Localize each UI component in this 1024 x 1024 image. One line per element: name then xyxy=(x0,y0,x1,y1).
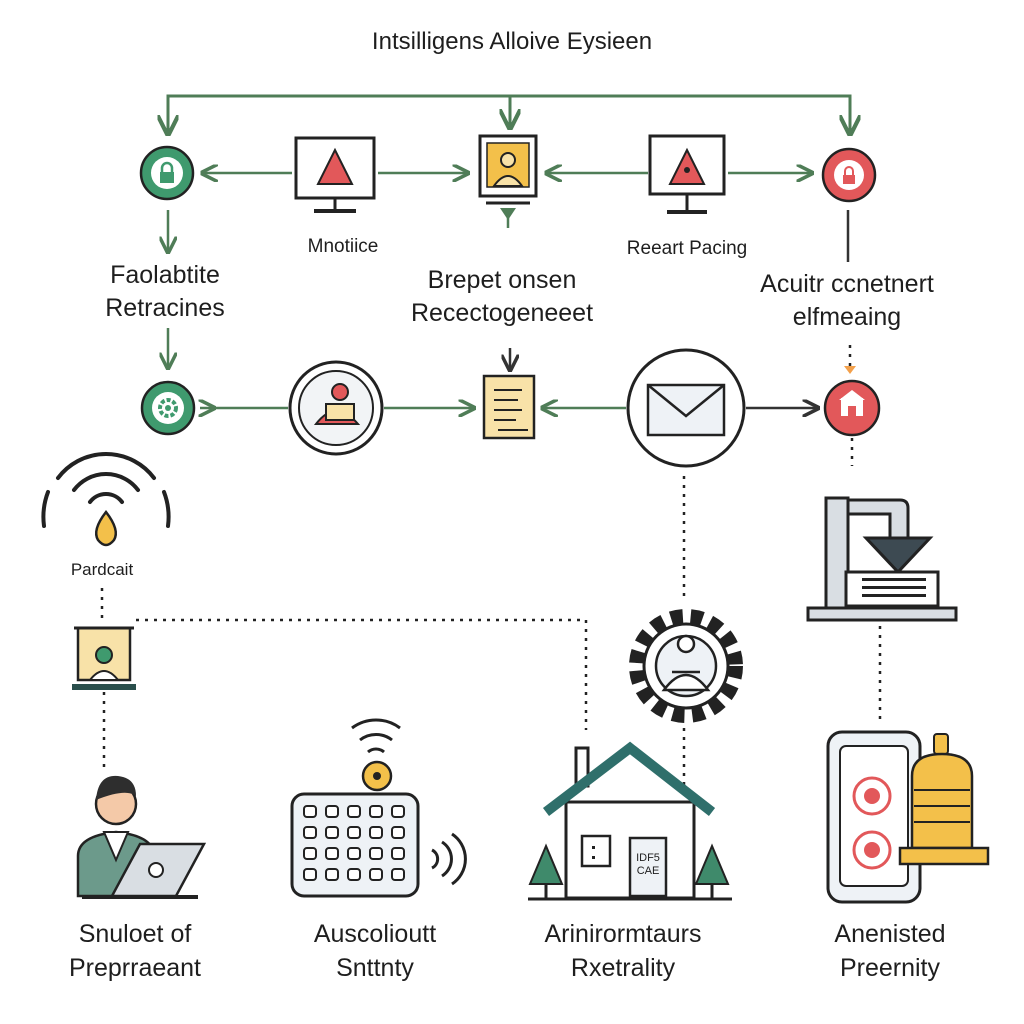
tree-icon xyxy=(694,843,730,885)
bottom-caption-3: Arinirormtaurs Rxetrality xyxy=(508,917,738,985)
node-right-label: Acuitr ccnetnert elfmeaing xyxy=(732,268,962,334)
node-mid-label: Brepet onsen Recectogeneeet xyxy=(380,264,624,330)
keypad-key xyxy=(325,805,339,818)
warning-triangle-icon xyxy=(316,147,354,185)
lock-node-top-left[interactable] xyxy=(139,145,195,201)
node-left-label-line1: Faolabtite xyxy=(110,261,220,289)
house-sign: IDF5 CAE xyxy=(628,852,668,878)
building-icon xyxy=(839,390,865,416)
dotted-connectors xyxy=(100,345,882,786)
keypad-key xyxy=(369,826,383,839)
factory-node[interactable] xyxy=(806,496,958,622)
monitor-right-label: Reeart Pacing xyxy=(626,238,748,259)
person-icon xyxy=(661,634,711,692)
middle-row-connectors xyxy=(200,348,818,408)
keypad-key xyxy=(347,805,361,818)
node-mid-label-line1: Brepet onsen xyxy=(427,266,577,294)
person-icon xyxy=(87,646,121,681)
person-laptop[interactable] xyxy=(76,775,207,899)
bottom-caption-2: Auscolioutt Snttnty xyxy=(270,917,480,985)
top-loop-connector xyxy=(168,94,850,134)
camera-icon xyxy=(148,862,164,878)
person-screen-top[interactable] xyxy=(478,134,538,228)
lock-icon xyxy=(160,161,174,183)
keypad-key xyxy=(369,805,383,818)
keypad-key xyxy=(391,847,405,860)
node-right-label-line2: elfmeaing xyxy=(792,303,902,331)
keypad-key xyxy=(369,868,383,881)
document-node[interactable] xyxy=(482,374,536,440)
top-row-connectors xyxy=(168,173,850,368)
secure-node-middle-left[interactable] xyxy=(140,380,196,436)
node-mid-label-line2: Recectogeneeet xyxy=(410,299,594,327)
keypad-key xyxy=(325,847,339,860)
bottom-caption-3-line1: Arinirormtaurs xyxy=(544,920,702,948)
tree-icon xyxy=(528,843,564,885)
lock-icon xyxy=(843,166,855,184)
keypad-node[interactable] xyxy=(290,718,467,898)
bottom-caption-1: Snuloet of Preprraeant xyxy=(30,917,240,985)
bottom-caption-2-line1: Auscolioutt xyxy=(313,920,437,948)
mail-icon xyxy=(646,383,726,437)
keypad-key xyxy=(325,826,339,839)
gear-icon xyxy=(158,398,178,418)
node-right-label-line1: Acuitr ccnetnert xyxy=(760,270,934,298)
drop-icon xyxy=(95,509,117,547)
keypad-key xyxy=(391,868,405,881)
monitor-warning-left[interactable] xyxy=(294,136,376,213)
keypad-key xyxy=(325,868,339,881)
wifi-arcs-icon xyxy=(351,718,401,754)
phone-node[interactable] xyxy=(826,730,990,904)
monitor-warning-right[interactable] xyxy=(648,134,726,214)
wifi-arcs-icon xyxy=(56,452,156,504)
keypad-key xyxy=(369,847,383,860)
alert-node-top-right[interactable] xyxy=(821,147,877,203)
node-left-label-line2: Retracines xyxy=(105,294,225,322)
keypad-key xyxy=(303,868,317,881)
keypad-key xyxy=(391,805,405,818)
bottom-caption-4: Anenisted Preernity xyxy=(780,917,1000,985)
bottom-caption-1-line1: Snuloet of xyxy=(78,920,192,948)
house-node[interactable] xyxy=(528,741,732,901)
alert-node-middle-right[interactable] xyxy=(823,366,881,437)
house-sign-line2: CAE xyxy=(636,865,660,877)
person-icon xyxy=(492,152,524,187)
bottom-caption-4-line1: Anenisted xyxy=(834,920,946,948)
funnel-arrow-icon xyxy=(862,536,934,575)
operator-circle[interactable] xyxy=(288,360,384,456)
sound-waves-icon xyxy=(431,832,467,886)
keypad-key xyxy=(391,826,405,839)
keypad-key xyxy=(347,868,361,881)
bottom-caption-4-line2: Preernity xyxy=(839,954,941,982)
keypad-keys xyxy=(303,805,405,881)
settings-gear-node[interactable] xyxy=(629,609,743,723)
wifi-drop-sensor[interactable] xyxy=(41,452,171,547)
keypad-key xyxy=(303,847,317,860)
bottom-caption-1-line2: Preprraeant xyxy=(68,954,202,982)
keypad-key xyxy=(303,826,317,839)
envelope-node[interactable] xyxy=(626,348,746,468)
keypad-key xyxy=(347,826,361,839)
diagram-title: Intsilligens Alloive Eysieen xyxy=(371,28,653,55)
bottom-caption-2-line2: Snttnty xyxy=(336,954,414,982)
keypad-key xyxy=(303,805,317,818)
node-left-label: Faolabtite Retracines xyxy=(60,259,270,325)
sensor-label: Pardcait xyxy=(70,560,134,579)
monitor-left-label: Mnotiice xyxy=(307,236,379,257)
cylinder-icon xyxy=(910,752,974,850)
person-terminal-left[interactable] xyxy=(72,626,136,690)
house-sign-line1: IDF5 xyxy=(636,852,660,864)
keypad-key xyxy=(347,847,361,860)
person-icon xyxy=(313,383,361,425)
document-lines-icon xyxy=(494,389,528,431)
bottom-caption-3-line2: Rxetrality xyxy=(570,954,676,982)
